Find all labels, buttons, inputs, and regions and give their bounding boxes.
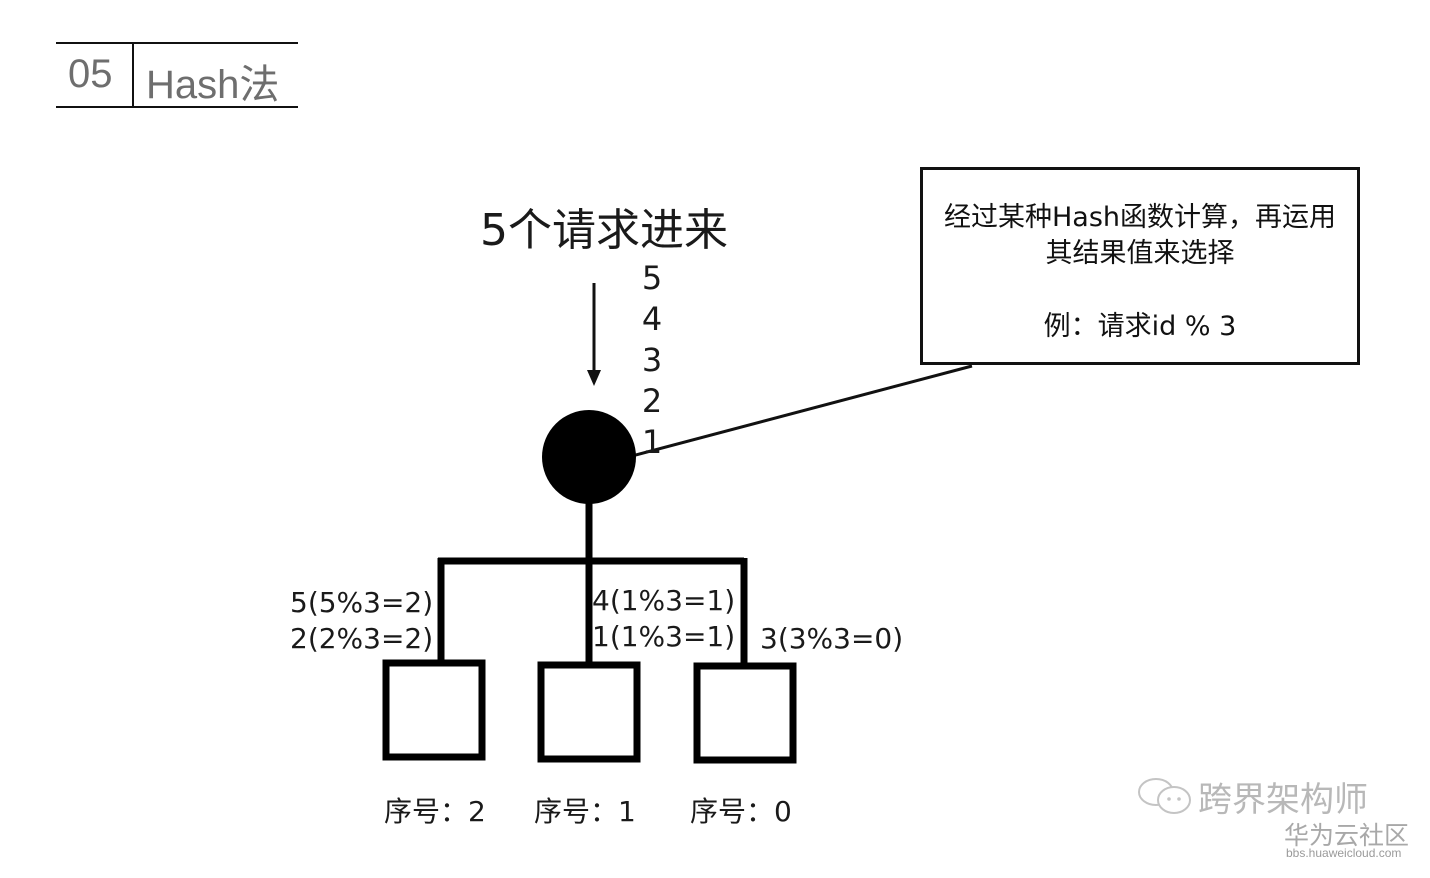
watermark-site: 华为云社区: [1284, 821, 1410, 850]
watermark-account: 跨界架构师: [1198, 780, 1368, 820]
wechat-icon: [1138, 778, 1191, 814]
load-balancer-node: [542, 410, 636, 504]
queue-item: 2: [641, 382, 663, 420]
server-box-1: [537, 661, 641, 763]
watermark-url: bbs.huaweicloud.com: [1286, 846, 1402, 860]
distribution-tree: [437, 500, 748, 666]
route-label-middle: 4(1%3=1) 1(1%3=1): [592, 583, 735, 655]
note-description: 经过某种Hash函数计算，再运用其结果值来选择: [943, 202, 1337, 269]
server-label-1: 序号：1: [534, 795, 636, 828]
hash-note-box: 经过某种Hash函数计算，再运用其结果值来选择 例：请求id % 3: [920, 167, 1360, 365]
queue-item: 1: [641, 423, 663, 461]
server-box-0: [693, 662, 797, 764]
heading-divider: [132, 44, 134, 106]
down-arrow-icon: [587, 283, 601, 386]
queue-item: 3: [641, 341, 663, 379]
queue-item: 5: [641, 259, 663, 297]
section-heading: 05 Hash法: [56, 42, 298, 108]
route-label-right: 3(3%3=0): [760, 621, 903, 657]
server-label-0: 序号：0: [690, 795, 792, 828]
request-queue: 5 4 3 2 1: [640, 258, 664, 463]
route-entry: 2(2%3=2): [290, 622, 434, 655]
server-label-2: 序号：2: [384, 795, 486, 828]
note-connector: [631, 364, 973, 458]
diagram-title: 5个请求进来: [480, 205, 728, 256]
note-example: 例：请求id % 3: [1043, 311, 1237, 342]
queue-item: 4: [641, 300, 663, 338]
route-entry: 3(3%3=0): [760, 622, 904, 655]
route-entry: 4(1%3=1): [592, 584, 736, 617]
section-title: Hash法: [146, 63, 280, 107]
route-entry: 1(1%3=1): [592, 620, 736, 653]
server-box-2: [382, 659, 486, 761]
section-number: 05: [68, 52, 113, 96]
route-label-left: 5(5%3=2) 2(2%3=2): [290, 585, 433, 657]
route-entry: 5(5%3=2): [290, 586, 434, 619]
